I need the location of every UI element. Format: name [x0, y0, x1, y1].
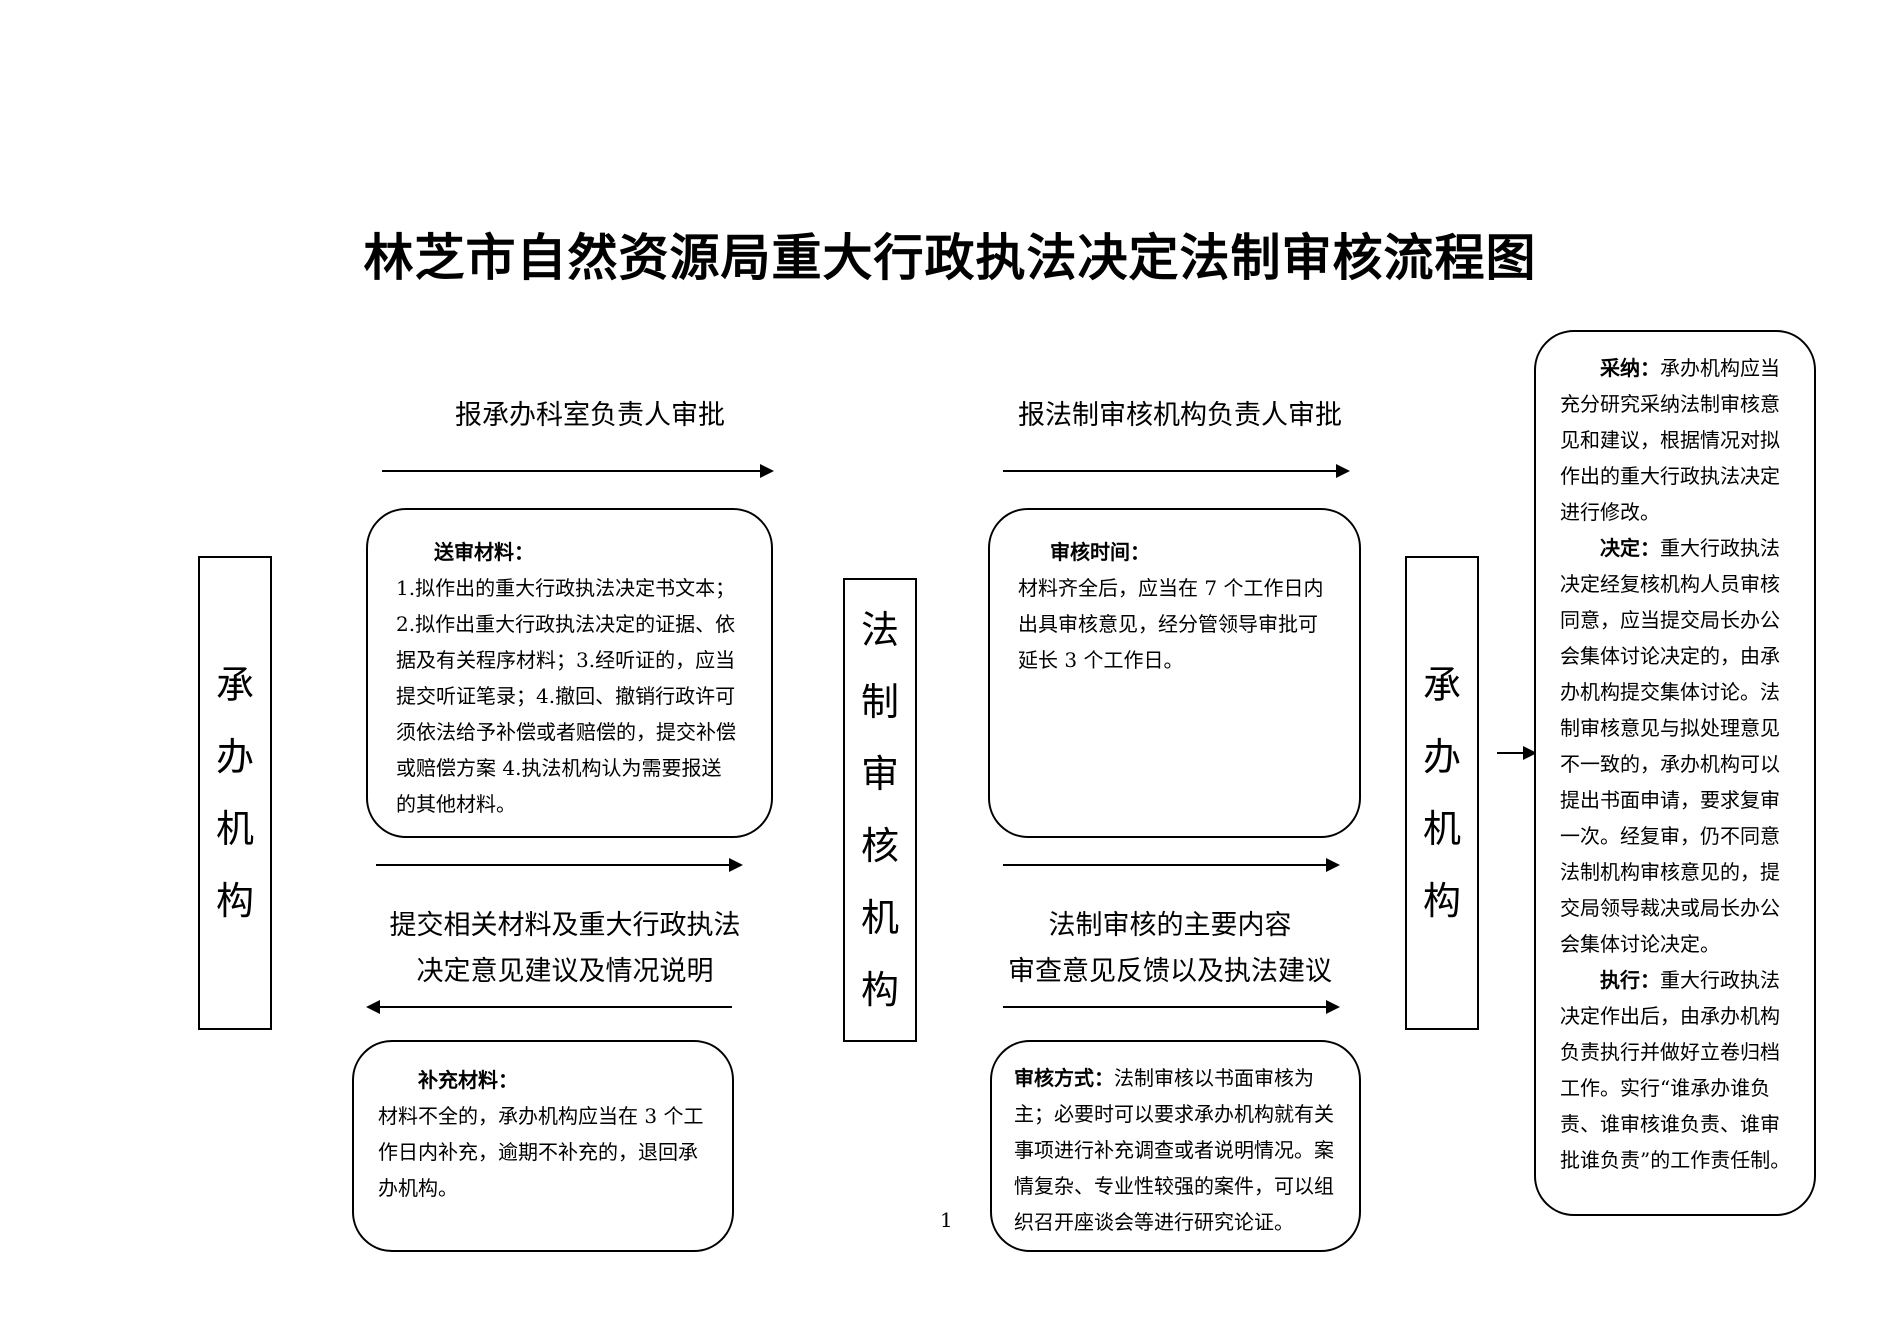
- review-time-line: 出具审核意见，经分管领导审批可: [1018, 612, 1318, 636]
- review-method-line: 情复杂、专业性较强的案件，可以组: [1014, 1174, 1334, 1198]
- supplement-materials-line: 材料不全的，承办机构应当在 3 个工: [378, 1104, 704, 1128]
- execute-line: 负责执行并做好立卷归档: [1560, 1040, 1780, 1064]
- execute-line: 责、谁审核谁负责、谁审: [1560, 1112, 1780, 1136]
- arrow-right: [1497, 746, 1537, 760]
- right-unit-char: 构: [1422, 879, 1461, 923]
- outcome-box: 采纳：承办机构应当 充分研究采纳法制审核意 见和建议，根据情况对拟 作出的重大行…: [1534, 330, 1816, 1216]
- execute-line: 重大行政执法: [1660, 968, 1780, 992]
- submit-materials-line: 的其他材料。: [396, 792, 516, 816]
- review-time-box: 审核时间： 材料齐全后，应当在 7 个工作日内 出具审核意见，经分管领导审批可 …: [988, 508, 1361, 838]
- label-top-right: 报法制审核机构负责人审批: [1018, 400, 1342, 431]
- decision-line: 法制机构审核意见的，提: [1560, 860, 1780, 884]
- left-unit-box: 承 办 机 构: [198, 556, 272, 1030]
- center-unit-char: 审: [860, 752, 899, 796]
- left-unit-char: 承: [215, 663, 254, 707]
- supplement-materials-box: 补充材料： 材料不全的，承办机构应当在 3 个工 作日内补充，逾期不补充的，退回…: [352, 1040, 734, 1252]
- supplement-materials-head: 补充材料：: [418, 1068, 518, 1092]
- adopt-line: 作出的重大行政执法决定: [1560, 464, 1780, 488]
- decision-line: 办机构提交集体讨论。法: [1560, 680, 1780, 704]
- review-time-line: 材料齐全后，应当在 7 个工作日内: [1018, 576, 1324, 600]
- submit-materials-line: 据及有关程序材料；3.经听证的，应当: [396, 648, 736, 672]
- submit-materials-line: 须依法给予补偿或者赔偿的，提交补偿: [396, 720, 736, 744]
- decision-line: 交局领导裁决或局长办公: [1560, 896, 1780, 920]
- arrow-right: [382, 464, 774, 478]
- right-unit-char: 承: [1422, 663, 1461, 707]
- decision-line: 制审核意见与拟处理意见: [1560, 716, 1780, 740]
- decision-line: 一次。经复审，仍不同意: [1560, 824, 1780, 848]
- label-bottom-left-1: 提交相关材料及重大行政执法: [389, 910, 741, 941]
- arrow-right: [1003, 1000, 1340, 1014]
- decision-line: 不一致的，承办机构可以: [1560, 752, 1780, 776]
- center-unit-char: 制: [860, 680, 899, 724]
- right-unit-char: 办: [1422, 735, 1461, 779]
- page-number: 1: [940, 1208, 953, 1232]
- decision-line: 会集体讨论决定。: [1560, 932, 1720, 956]
- review-method-box: 审核方式：法制审核以书面审核为 主；必要时可以要求承办机构就有关 事项进行补充调…: [990, 1040, 1361, 1252]
- execute-line: 工作。实行“谁承办谁负: [1560, 1076, 1771, 1100]
- arrow-right: [1003, 464, 1350, 478]
- adopt-line: 充分研究采纳法制审核意: [1560, 392, 1780, 416]
- decision-line: 决定经复核机构人员审核: [1560, 572, 1780, 596]
- center-unit-box: 法 制 审 核 机 构: [843, 578, 917, 1042]
- arrow-right: [376, 858, 743, 872]
- right-unit-box: 承 办 机 构: [1405, 556, 1479, 1030]
- supplement-materials-line: 办机构。: [378, 1176, 458, 1200]
- review-method-line: 织召开座谈会等进行研究论证。: [1014, 1210, 1294, 1234]
- center-unit-char: 法: [860, 608, 899, 652]
- arrow-left: [366, 1000, 732, 1014]
- supplement-materials-line: 作日内补充，逾期不补充的，退回承: [378, 1140, 698, 1164]
- arrow-right: [1003, 858, 1340, 872]
- label-bottom-left-2: 决定意见建议及情况说明: [416, 956, 714, 987]
- submit-materials-line: 2.拟作出重大行政执法决定的证据、依: [396, 612, 736, 636]
- submit-materials-line: 1.拟作出的重大行政执法决定书文本；: [396, 576, 736, 600]
- execute-line: 批谁负责”的工作责任制。: [1560, 1148, 1791, 1172]
- label-bottom-right-1: 法制审核的主要内容: [1048, 910, 1292, 941]
- left-unit-char: 机: [215, 807, 254, 851]
- left-unit-char: 办: [215, 735, 254, 779]
- page-title: 林芝市自然资源局重大行政执法决定法制审核流程图: [363, 229, 1537, 287]
- execute-head: 执行：: [1600, 968, 1660, 992]
- execute-line: 决定作出后，由承办机构: [1560, 1004, 1780, 1028]
- decision-line: 会集体讨论决定的，由承: [1560, 644, 1780, 668]
- right-unit-char: 机: [1422, 807, 1461, 851]
- review-method-head: 审核方式：: [1014, 1066, 1114, 1090]
- adopt-line: 承办机构应当: [1660, 356, 1780, 380]
- review-time-head: 审核时间：: [1050, 540, 1150, 564]
- review-method-line: 主；必要时可以要求承办机构就有关: [1014, 1102, 1334, 1126]
- decision-line: 提出书面申请，要求复审: [1560, 788, 1780, 812]
- decision-line: 重大行政执法: [1660, 536, 1780, 560]
- submit-materials-box: 送审材料： 1.拟作出的重大行政执法决定书文本； 2.拟作出重大行政执法决定的证…: [366, 508, 773, 838]
- review-time-line: 延长 3 个工作日。: [1018, 648, 1184, 672]
- adopt-head: 采纳：: [1600, 356, 1660, 380]
- left-unit-char: 构: [215, 879, 254, 923]
- center-unit-char: 核: [860, 824, 899, 868]
- submit-materials-head: 送审材料：: [434, 540, 534, 564]
- decision-line: 同意，应当提交局长办公: [1560, 608, 1780, 632]
- review-method-line: 事项进行补充调查或者说明情况。案: [1014, 1138, 1334, 1162]
- submit-materials-line: 或赔偿方案 4.执法机构认为需要报送: [396, 756, 722, 780]
- label-top-left: 报承办科室负责人审批: [455, 400, 725, 431]
- review-method-line: 法制审核以书面审核为: [1114, 1066, 1314, 1090]
- center-unit-char: 构: [860, 968, 899, 1012]
- submit-materials-line: 提交听证笔录；4.撤回、撤销行政许可: [396, 684, 736, 708]
- adopt-line: 进行修改。: [1560, 500, 1660, 524]
- center-unit-char: 机: [860, 896, 899, 940]
- label-bottom-right-2: 审查意见反馈以及执法建议: [1008, 956, 1332, 987]
- adopt-line: 见和建议，根据情况对拟: [1560, 428, 1780, 452]
- decision-head: 决定：: [1600, 536, 1660, 560]
